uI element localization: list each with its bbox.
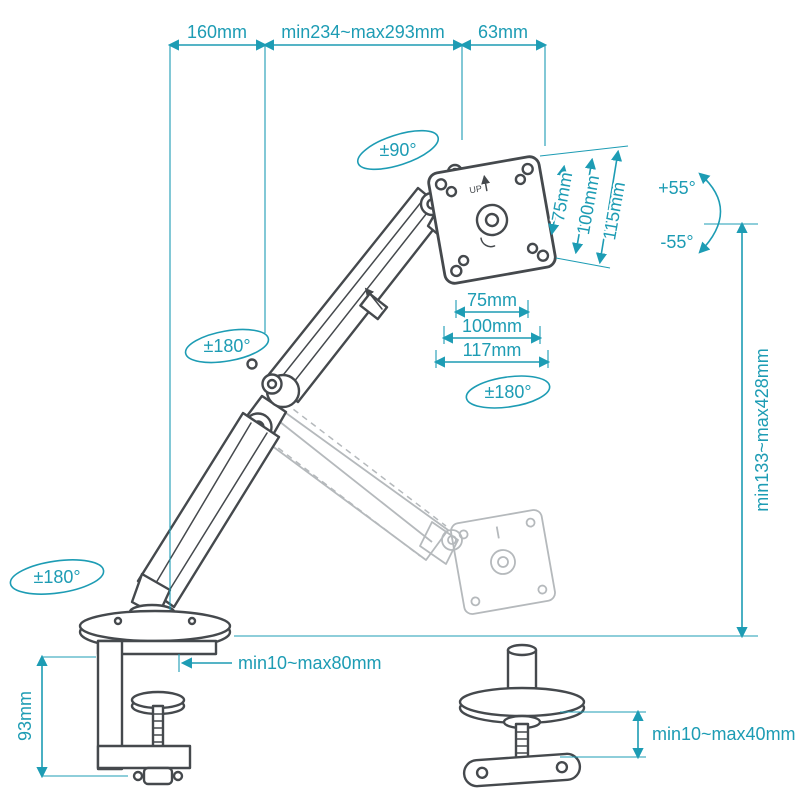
dim-label-grommet-open: min10~max40mm xyxy=(652,724,796,744)
ghost-arm-lowered-position xyxy=(247,395,556,615)
dim-label-base-offset: 160mm xyxy=(187,22,247,42)
rotation-label-vesa: ±90° xyxy=(379,140,416,160)
vesa-plate: UP xyxy=(427,155,557,285)
tilt-label-down: -55° xyxy=(660,232,693,252)
dim-label-height-range: min133~max428mm xyxy=(752,348,772,512)
lower-arm xyxy=(136,411,281,609)
dim-label-vesa-w75: 75mm xyxy=(467,290,517,310)
grommet-bottom-bar xyxy=(462,752,582,788)
upper-arm xyxy=(264,186,449,404)
rotation-ellipse-base xyxy=(9,559,105,595)
rotation-label-plate: ±180° xyxy=(484,382,531,402)
cable-clip xyxy=(359,292,389,321)
vesa-up-marking: UP xyxy=(469,183,483,195)
grommet-mount xyxy=(458,643,586,788)
dim-label-clamp-height: 93mm xyxy=(15,691,35,741)
dim-label-arm-reach: min234~max293mm xyxy=(281,22,445,42)
rotation-ellipse-elbow xyxy=(184,328,270,364)
rotation-ellipse-vesa xyxy=(356,129,440,171)
up-arrow-icon xyxy=(481,174,491,192)
rotation-label-elbow: ±180° xyxy=(203,336,250,356)
dim-label-vesa-v100: 100mm xyxy=(573,174,603,237)
clamp-knob xyxy=(132,766,184,786)
cable-route-arrow-icon xyxy=(364,287,383,310)
dim-label-head-offset: 63mm xyxy=(478,22,528,42)
arm-assembly xyxy=(128,163,472,621)
rotation-ellipse-plate xyxy=(465,375,551,409)
dim-label-clamp-open: min10~max80mm xyxy=(238,653,382,673)
desk-clamp-base xyxy=(78,609,232,786)
dim-label-vesa-w117: 117mm xyxy=(463,340,522,360)
tilt-label-up: +55° xyxy=(658,178,696,198)
rotation-label-base: ±180° xyxy=(33,567,80,587)
dim-label-vesa-w100: 100mm xyxy=(462,316,522,336)
dim-label-vesa-v115: 115mm xyxy=(599,180,629,241)
dim-label-vesa-v75: 75mm xyxy=(548,171,576,224)
tilt-arc xyxy=(698,172,722,254)
ghost-vesa-plate xyxy=(450,509,556,615)
dimension-annotations: 160mm min234~max293mm 63mm min133~max428… xyxy=(9,20,798,779)
